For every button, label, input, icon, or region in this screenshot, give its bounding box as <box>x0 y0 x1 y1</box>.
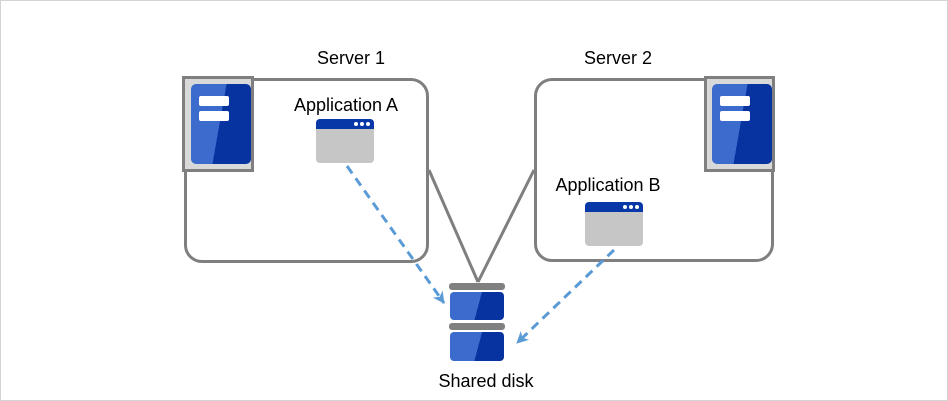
server-tower-icon <box>712 84 772 164</box>
server2-icon-frame <box>704 76 775 172</box>
disk-cap <box>449 323 505 330</box>
titlebar-dot <box>623 205 627 209</box>
disk-cap <box>449 283 505 290</box>
titlebar-dot <box>360 122 364 126</box>
titlebar-dot <box>354 122 358 126</box>
server-slot-bar <box>720 96 750 106</box>
app-a-label: Application A <box>293 95 399 115</box>
server2-label: Server 2 <box>583 48 653 68</box>
disk-platter <box>450 332 504 361</box>
server-slot-bar <box>720 111 750 121</box>
connector-server2-disk <box>476 169 536 283</box>
titlebar-dot <box>635 205 639 209</box>
app-titlebar <box>316 119 374 129</box>
disk-platter <box>450 292 504 320</box>
server-tower-icon <box>191 84 251 164</box>
disk-stack-icon <box>449 283 505 361</box>
titlebar-dot <box>629 205 633 209</box>
shared-disk-label: Shared disk <box>438 371 534 391</box>
app-titlebar <box>585 202 643 212</box>
titlebar-dots <box>354 122 370 126</box>
server1-label: Server 1 <box>316 48 386 68</box>
server-slot-bar <box>199 111 229 121</box>
connector-server1-disk <box>427 169 480 283</box>
app-window-icon <box>316 119 374 163</box>
titlebar-dot <box>366 122 370 126</box>
app-window-icon <box>585 202 643 246</box>
server1-icon-frame <box>182 76 254 172</box>
server-slot-bar <box>199 96 229 106</box>
app-b-label: Application B <box>555 175 661 195</box>
arrow-app-b-disk <box>515 248 616 345</box>
titlebar-dots <box>623 205 639 209</box>
